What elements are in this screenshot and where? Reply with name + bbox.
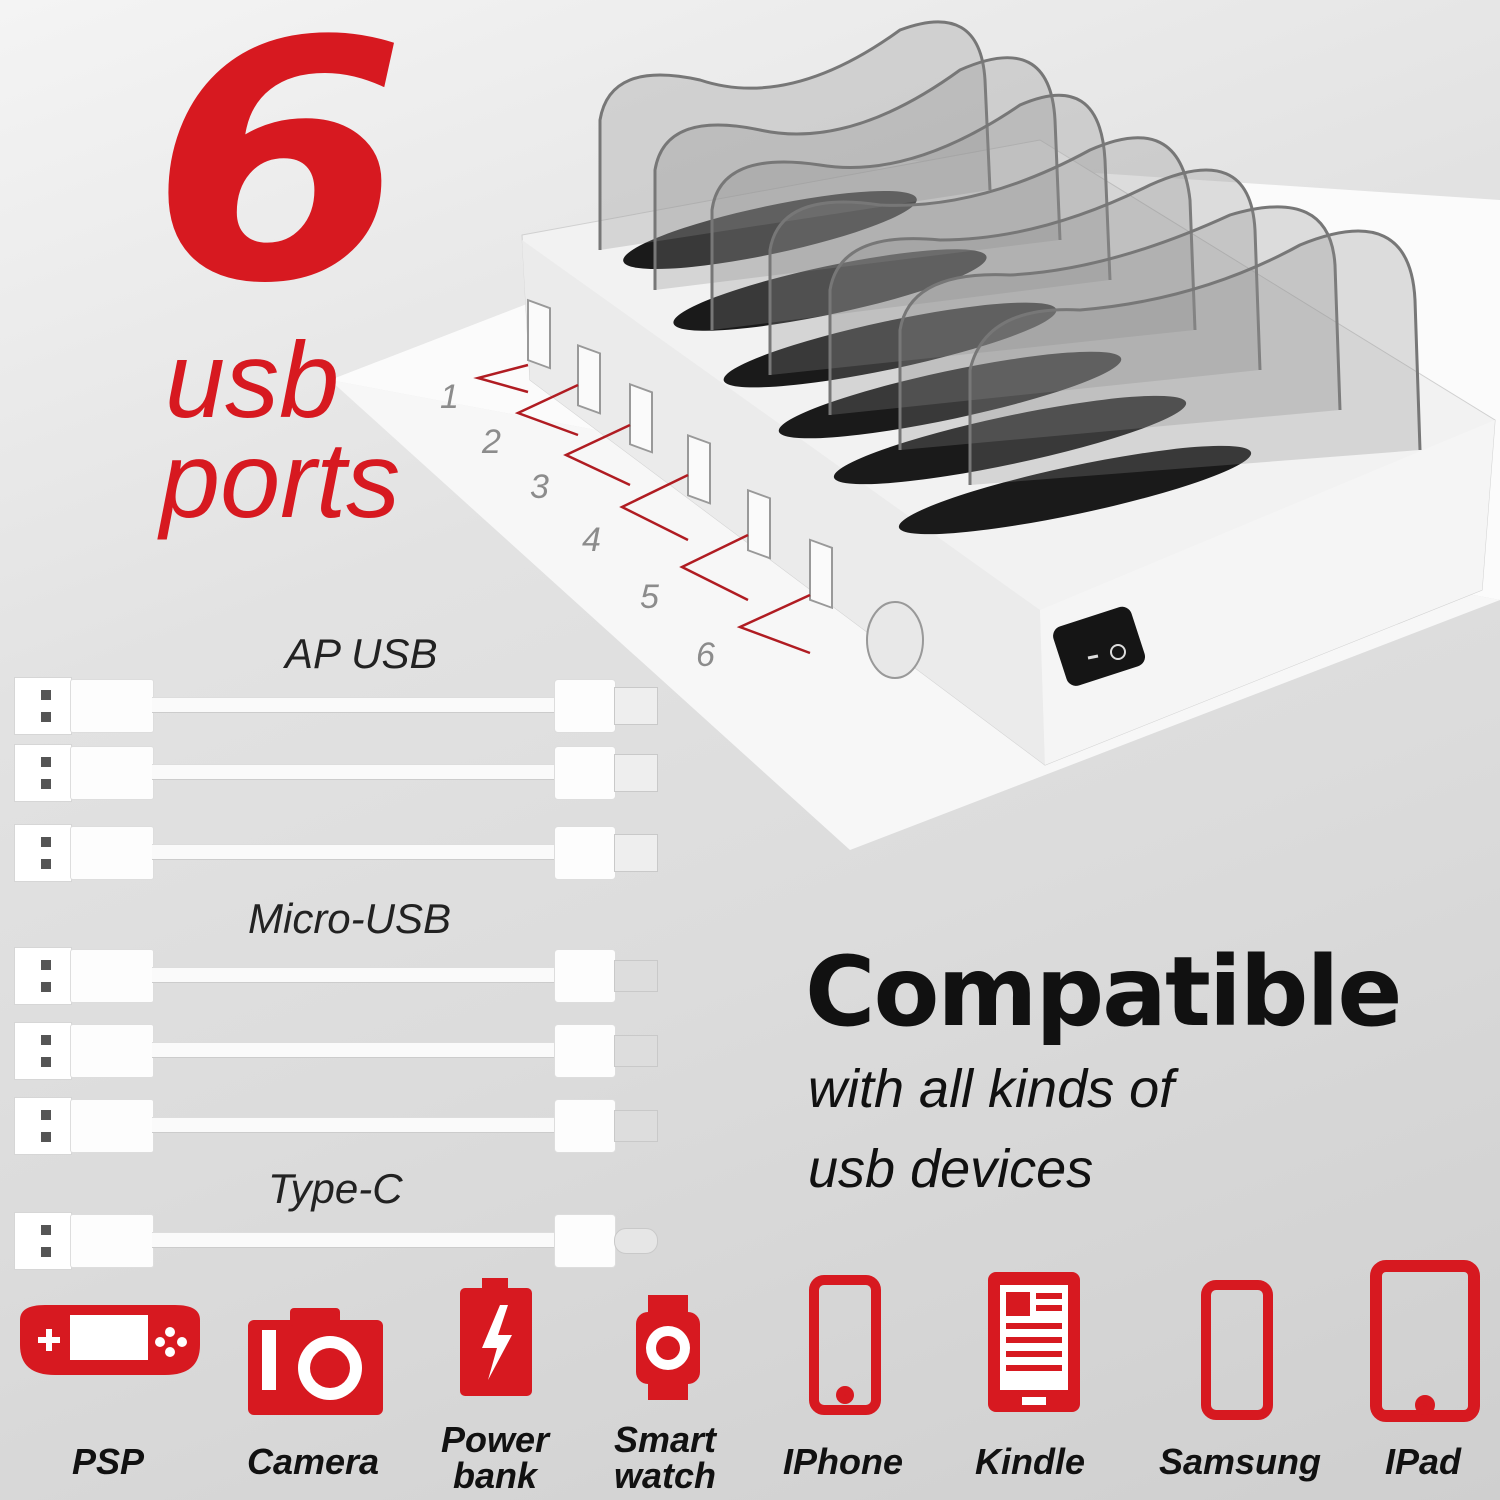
tablet-icon [1370,1260,1480,1422]
port-number-5: 5 [640,578,659,616]
usb-a-plug [14,1097,72,1155]
usb-a-plug [14,824,72,882]
cable-lightning [14,677,660,735]
usb-a-plug [14,677,72,735]
compatible-title: Compatible [805,936,1402,1048]
phone-icon [1201,1280,1273,1420]
usb-a-plug [14,947,72,1005]
connector-housing [554,826,616,880]
connector-housing [554,1099,616,1153]
cable-micro [14,1022,660,1080]
compatible-line-2: usb devices [808,1139,1094,1199]
connector-tip-lightning [614,687,658,725]
connector-tip-lightning [614,834,658,872]
cable-group-label-lightning: AP USB [285,630,438,677]
connector-tip-micro [614,1035,658,1067]
device-label-7: IPad [1384,1441,1462,1482]
cable-typec [14,1212,660,1270]
cable-group-label-micro: Micro-USB [248,895,452,942]
device-label-5: Kindle [974,1441,1086,1482]
headline-usb: usb [165,319,340,440]
camera-icon [248,1308,383,1415]
connector-housing [554,679,616,733]
connector-housing [554,1024,616,1078]
smartwatch-icon [636,1295,700,1400]
power-switch [1053,606,1146,686]
phone-icon [809,1275,881,1415]
connector-housing [554,1214,616,1268]
device-label-1: Camera [246,1441,380,1482]
port-number-6: 6 [696,636,715,674]
cable-lightning [14,744,660,802]
cable-cord [152,967,572,983]
device-label-6: Samsung [1158,1441,1322,1482]
usb-a-plug [14,1022,72,1080]
connector-tip-lightning [614,754,658,792]
port-number-2: 2 [482,423,501,461]
connector-tip-micro [614,1110,658,1142]
headline-number: 6 [150,0,407,355]
port-number-3: 3 [530,468,549,506]
cable-micro [14,1097,660,1155]
device-label-0: PSP [71,1441,145,1482]
plug-housing [70,826,154,880]
device-label-2: Power bank [440,1419,550,1496]
cable-micro [14,947,660,1005]
port-number-4: 4 [582,521,601,559]
gamepad-icon [20,1305,200,1375]
device-icons [20,1260,1480,1422]
device-label-3: Smart watch [613,1419,717,1496]
connector-tip-typec [614,1228,658,1254]
port-number-1: 1 [440,378,459,416]
cable-cord [152,1117,572,1133]
connector-tip-micro [614,960,658,992]
usb-a-plug [14,744,72,802]
plug-housing [70,1214,154,1268]
plug-housing [70,746,154,800]
cable-group-label-typec: Type-C [268,1165,403,1212]
device-label-4: IPhone [782,1441,904,1482]
cable-cord [152,1042,572,1058]
cable-lightning [14,824,660,882]
battery-icon [460,1278,532,1396]
headline-ports: ports [160,419,401,540]
plug-housing [70,949,154,1003]
cable-cord [152,697,572,713]
cable-cord [152,1232,572,1248]
cable-cord [152,844,572,860]
plug-housing [70,679,154,733]
connector-housing [554,746,616,800]
connector-housing [554,949,616,1003]
plug-housing [70,1024,154,1078]
compatible-line-1: with all kinds of [808,1059,1175,1119]
cable-cord [152,764,572,780]
plug-housing [70,1099,154,1153]
usb-a-plug [14,1212,72,1270]
ereader-icon [988,1272,1080,1412]
